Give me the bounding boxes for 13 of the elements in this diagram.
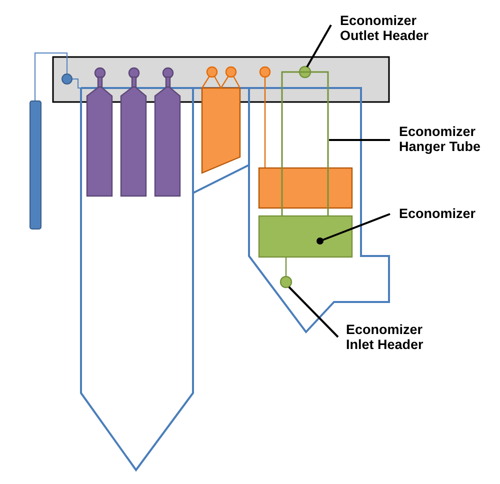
inlet-header: [280, 276, 292, 288]
callout-label: Economizer Hanger Tube: [399, 124, 499, 154]
leader-line: [288, 286, 339, 338]
callout-label: Economizer: [399, 206, 489, 221]
leader-line: [329, 139, 390, 141]
economizer-block: [258, 215, 353, 258]
outlet-header: [298, 66, 312, 78]
pipe-line: [285, 257, 287, 276]
hanger-tube: [281, 71, 329, 216]
callout-label: Economizer Inlet Header: [346, 322, 446, 352]
leader-line: [316, 213, 390, 244]
leader-line: [306, 24, 332, 68]
callout-label: Economizer Outlet Header: [340, 13, 450, 43]
